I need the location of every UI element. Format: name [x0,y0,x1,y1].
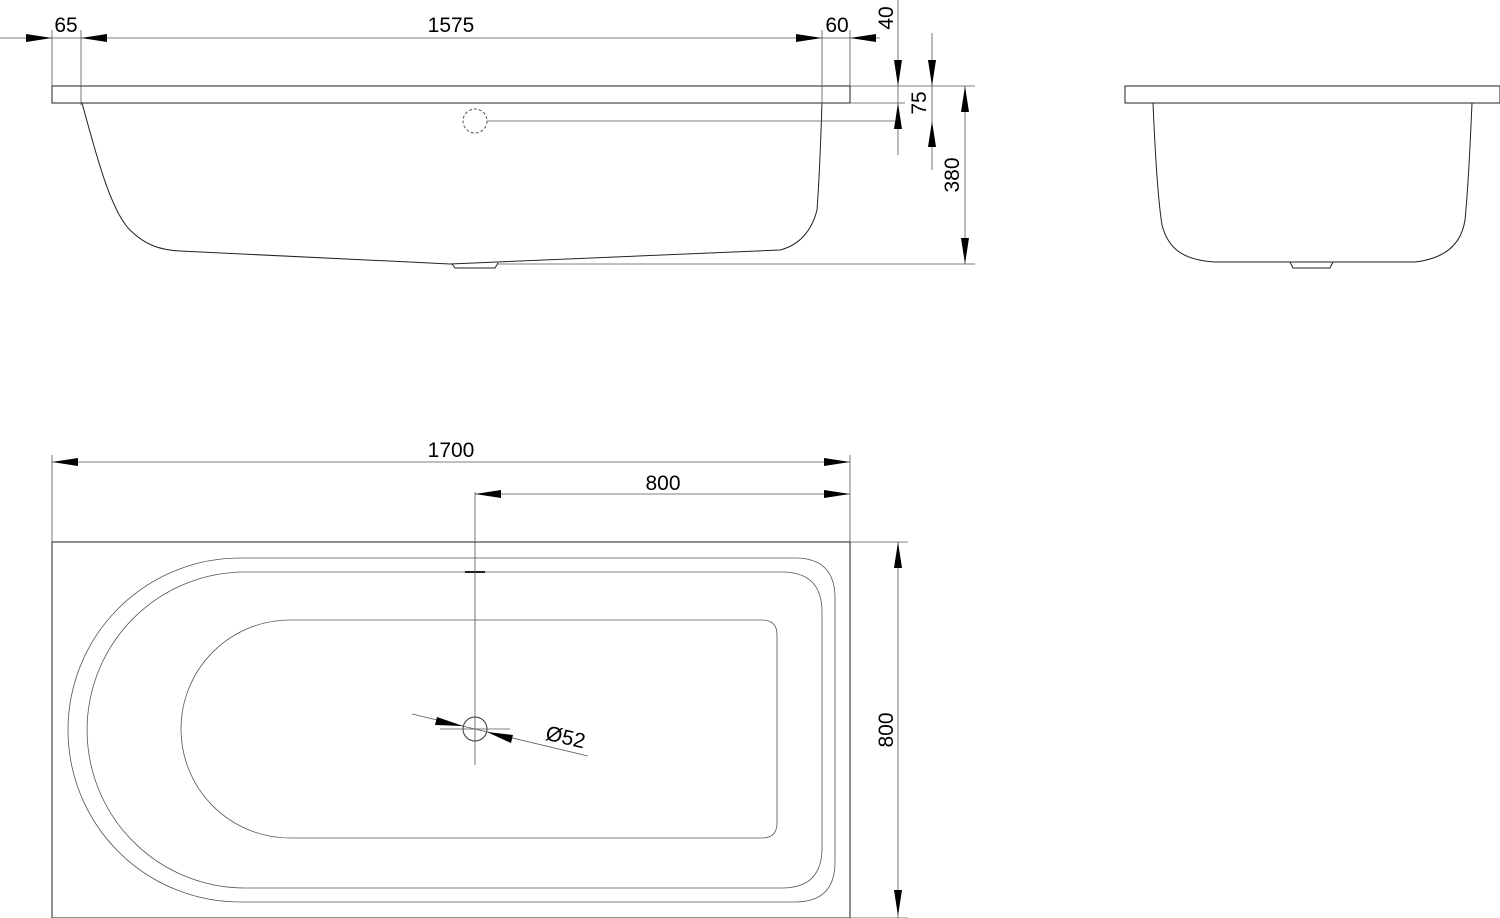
side-view: 65 1575 60 40 75 380 [0,0,975,269]
arrow [824,490,850,498]
arrow [894,103,902,129]
dim-overall-length: 1700 [428,439,475,462]
arrow [961,86,969,112]
end-view-rim [1124,85,1500,104]
dim-overall-width: 800 [875,712,898,747]
arrow [81,34,107,42]
arrow [894,60,902,86]
plan-bowl-outer [67,557,836,903]
dim-depth: 380 [941,157,964,192]
plan-outer-rim [51,541,851,918]
arrow [52,458,78,466]
arrow [796,34,822,42]
arrow [435,717,463,726]
plan-view: Ø52 1700 800 800 [51,439,908,918]
arrow [894,890,902,916]
arrow [475,490,501,498]
arrow [824,458,850,466]
arrow [894,542,902,568]
side-view-foot [451,262,499,269]
arrow [26,34,52,42]
dim-rim-thickness: 40 [875,6,898,29]
end-view [1124,85,1500,269]
dim-inner-length: 1575 [428,14,475,37]
dim-rim-right: 60 [825,14,848,37]
side-view-rim [51,85,851,104]
end-view-foot [1289,261,1334,269]
dim-drain-offset: 800 [645,472,680,495]
plan-bowl-floor [180,619,778,839]
arrow [928,121,936,147]
arrow [850,34,876,42]
side-view-tub-body [81,102,823,265]
arrow [961,238,969,264]
arrow [928,60,936,86]
end-view-tub-body [1152,102,1473,263]
plan-bowl-inner [86,571,823,889]
dim-overflow-height: 75 [908,91,931,114]
overflow-hole [462,108,488,134]
dim-rim-left: 65 [54,14,77,37]
dim-drain-diameter: Ø52 [544,722,588,753]
arrow [487,732,513,743]
